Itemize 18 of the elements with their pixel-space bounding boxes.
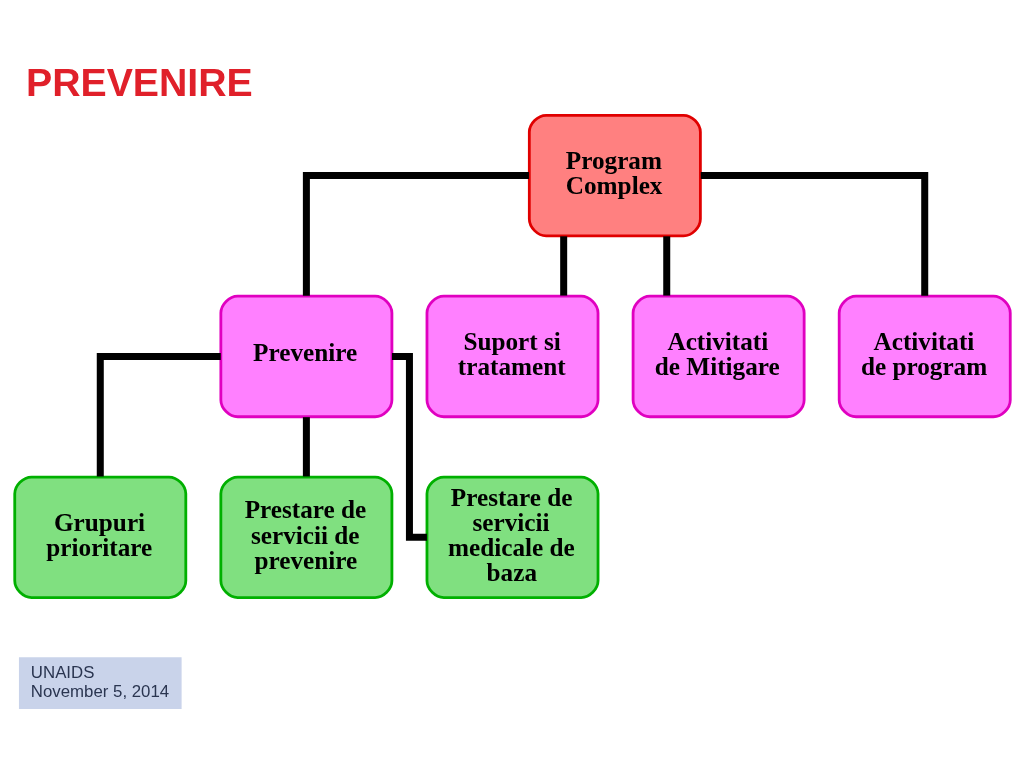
node-box: Prestare de servicii medicale de baza — [425, 475, 599, 599]
node-box: Program Complex — [527, 113, 702, 237]
node-box: Prevenire — [218, 294, 393, 418]
diagram-title: PREVENIRE — [25, 59, 253, 104]
label: November 5, 2014 — [30, 681, 169, 701]
connector — [391, 352, 427, 541]
connector — [559, 235, 567, 296]
connector — [302, 416, 310, 476]
node-box: Activitati de Mitigare — [631, 294, 806, 418]
connector — [302, 171, 529, 296]
node-box: Prestare de servicii de prevenire — [218, 475, 393, 599]
connector — [96, 352, 221, 477]
connector — [700, 171, 928, 296]
node-box: Grupuri prioritare — [12, 475, 187, 599]
node-box: Activitati de program — [837, 294, 1012, 418]
label: UNAIDS — [30, 662, 94, 682]
connector — [662, 235, 670, 296]
node-box: Suport si tratament — [425, 294, 599, 418]
